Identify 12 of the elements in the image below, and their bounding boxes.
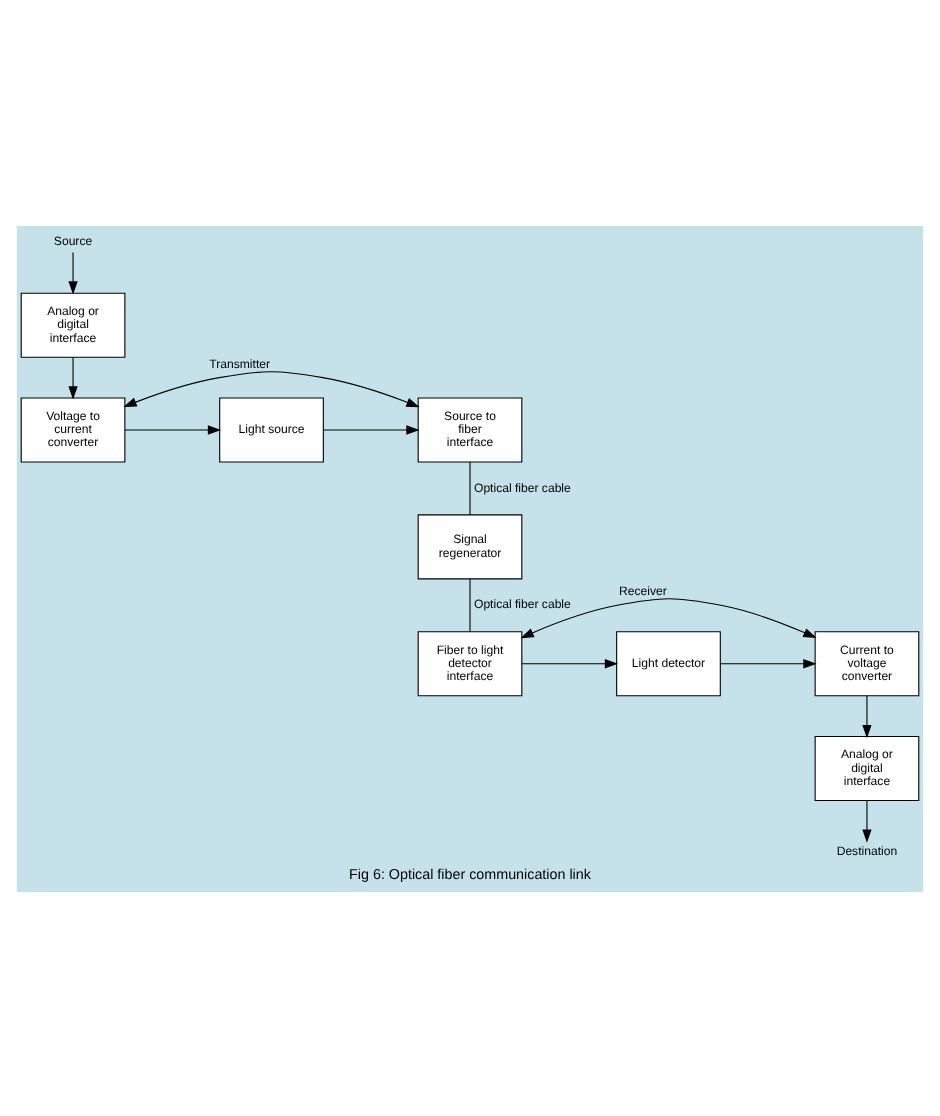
arrow	[68, 251, 78, 294]
arrow	[521, 658, 619, 668]
arrow	[862, 694, 872, 738]
arrow	[520, 597, 817, 638]
arrow	[124, 424, 222, 434]
arrow	[862, 799, 872, 842]
connector	[469, 460, 471, 515]
arrow	[123, 370, 420, 407]
arrow	[322, 424, 420, 434]
arrow	[719, 658, 817, 668]
connector	[469, 577, 471, 632]
arrow	[68, 355, 78, 399]
